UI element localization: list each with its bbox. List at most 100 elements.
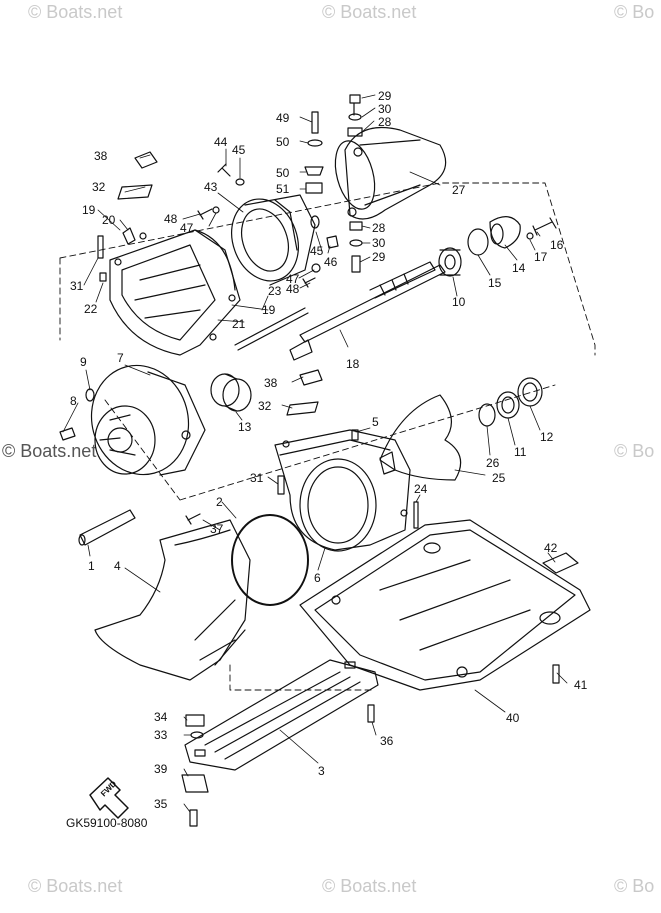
nut-34 [185, 714, 205, 727]
callout-c46: 46 [324, 255, 338, 269]
nut-51 [305, 182, 323, 194]
collar-11 [496, 391, 520, 419]
callout-c10: 10 [452, 295, 466, 309]
callout-c40: 40 [506, 711, 520, 725]
callout-c28a: 28 [378, 115, 392, 129]
callout-c38a: 38 [94, 149, 108, 163]
steering-nozzle [334, 126, 447, 220]
plate-50b [304, 166, 324, 176]
watermark-bottom-right: © Bo [614, 876, 655, 896]
callout-c2: 2 [216, 495, 223, 509]
pin-1 [79, 509, 136, 546]
bracket-38b [299, 369, 323, 386]
callout-c28b: 28 [372, 221, 386, 235]
callout-c49: 49 [276, 111, 290, 125]
callout-c22: 22 [84, 302, 98, 316]
callout-c33: 33 [154, 728, 168, 742]
washer-30b [349, 239, 363, 247]
upper-assembly-boundary [59, 182, 596, 501]
watermark-bottom-left: © Boats.net [28, 876, 123, 896]
callout-c12: 12 [540, 430, 554, 444]
seal-26 [478, 403, 496, 427]
callout-c32a: 32 [92, 180, 106, 194]
callout-c36: 36 [380, 734, 394, 748]
callout-c3: 3 [318, 764, 325, 778]
washer-30a [348, 113, 362, 121]
callout-c6: 6 [314, 571, 321, 585]
callout-c50b: 50 [276, 166, 290, 180]
impeller-shaft [299, 261, 446, 343]
callout-c11: 11 [514, 445, 527, 459]
washer-45a [235, 178, 245, 186]
bolt-48b [302, 277, 316, 288]
callout-c35: 35 [154, 797, 168, 811]
callout-c8: 8 [70, 394, 77, 408]
bolt-29b [351, 255, 361, 273]
callout-c34: 34 [154, 710, 168, 724]
callout-c14: 14 [512, 261, 526, 275]
callout-c15: 15 [488, 276, 502, 290]
washer-45b [310, 215, 320, 229]
callout-c16: 16 [550, 238, 564, 252]
callout-c38b: 38 [264, 376, 278, 390]
callout-c31b: 31 [250, 471, 264, 485]
washer-17 [526, 232, 534, 240]
bolt-16 [532, 217, 557, 236]
bolt-49 [311, 111, 319, 134]
callout-c25: 25 [492, 471, 506, 485]
callout-c42: 42 [544, 541, 558, 555]
callout-c47b: 47 [286, 272, 300, 286]
impeller [379, 394, 462, 481]
short-shaft [289, 339, 313, 361]
shim-32b [286, 401, 319, 416]
diagram-code: GK59100-8080 [66, 816, 148, 830]
seal-12 [517, 377, 543, 407]
washer-47b [311, 263, 321, 273]
intake-duct [109, 229, 241, 356]
plug-22 [99, 272, 107, 282]
callout-c9: 9 [80, 355, 87, 369]
watermark-top-mid: © Boats.net [322, 2, 417, 22]
bolt-37 [185, 513, 201, 525]
callout-c7: 7 [117, 351, 124, 365]
washer-50a [307, 139, 323, 147]
callout-c41: 41 [574, 678, 588, 692]
callout-c39: 39 [154, 762, 168, 776]
nut-28b [349, 221, 363, 231]
shim-32a [117, 184, 153, 200]
callout-c45a: 45 [232, 143, 246, 157]
callout-c1: 1 [88, 559, 95, 573]
drive-shaft [234, 307, 309, 351]
duct-ring-housing [231, 194, 316, 286]
pin-5 [351, 429, 359, 441]
bearing-13 [210, 373, 252, 412]
watermark-top-left: © Boats.net [28, 2, 123, 22]
callout-c29b: 29 [372, 250, 386, 264]
bracket-42 [542, 552, 579, 574]
bracket-38a [134, 151, 158, 169]
collar-28a [347, 127, 363, 137]
bolt-31a [97, 235, 104, 259]
callout-c43: 43 [204, 180, 218, 194]
callout-c5: 5 [372, 415, 379, 429]
plug-9 [85, 388, 95, 402]
callout-c44: 44 [214, 135, 228, 149]
bolt-48a [197, 208, 213, 220]
callout-c30a: 30 [378, 102, 392, 116]
bolt-41 [552, 664, 560, 684]
callout-c24: 24 [414, 482, 428, 496]
watermark-mid-left: © Boats.net [2, 441, 97, 461]
callout-c20: 20 [102, 213, 116, 227]
callout-c18: 18 [346, 357, 360, 371]
cap-14 [489, 216, 521, 249]
pin-24 [413, 501, 419, 529]
intake-grate-3 [184, 659, 379, 771]
callout-c47a: 47 [180, 221, 194, 235]
impeller-housing [90, 364, 206, 476]
watermark-top-right: © Bo [614, 2, 655, 22]
watermark-bottom-mid: © Boats.net [322, 876, 417, 896]
callout-c13: 13 [238, 420, 252, 434]
callout-c29a: 29 [378, 89, 392, 103]
